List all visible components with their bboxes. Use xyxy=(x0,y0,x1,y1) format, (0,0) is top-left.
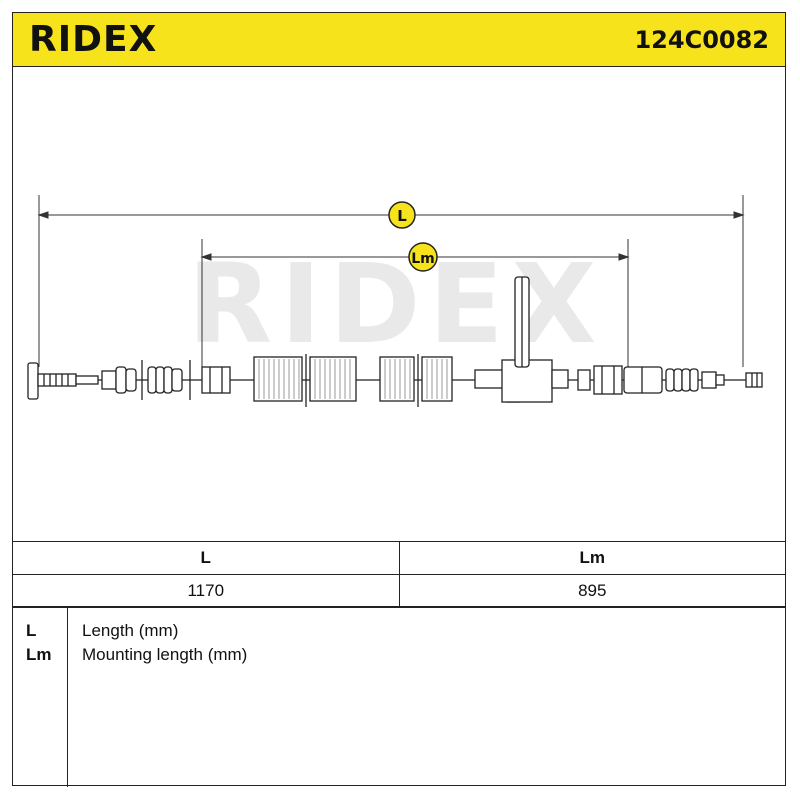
spec-table-header-row: L Lm xyxy=(12,541,786,575)
legend-key: L xyxy=(26,621,37,640)
legend-description: Length (mm) xyxy=(82,621,179,640)
legend: L Length (mm) Lm Mounting length (mm) xyxy=(12,606,786,787)
legend-key: Lm xyxy=(26,645,52,664)
legend-row: Lm Mounting length (mm) xyxy=(12,645,786,669)
part-number: 124C0082 xyxy=(634,26,769,54)
spec-table-value-row: 1170 895 xyxy=(12,574,786,608)
header-bar: RIDEX 124C0082 xyxy=(12,12,786,67)
legend-description: Mounting length (mm) xyxy=(82,645,248,664)
cable-drawing-svg: RIDEX L Lm xyxy=(27,195,763,407)
spec-value-Lm: 895 xyxy=(398,574,786,608)
sleeve-ribs xyxy=(258,359,448,399)
watermark-text: RIDEX xyxy=(188,240,605,368)
brand-logo: RIDEX xyxy=(29,19,158,60)
legend-row: L Length (mm) xyxy=(12,621,786,645)
spec-table: L Lm 1170 895 xyxy=(12,541,786,608)
cable-drawing: RIDEX L Lm xyxy=(12,67,786,542)
legend-divider xyxy=(67,607,68,787)
spec-header-Lm: Lm xyxy=(398,541,786,575)
spec-header-L: L xyxy=(12,541,400,575)
spec-value-L: 1170 xyxy=(12,574,400,608)
dimension-Lm-label: Lm xyxy=(411,251,435,267)
dimension-L-badge xyxy=(388,201,416,229)
brake-cable xyxy=(27,276,763,407)
dimension-Lm-badge xyxy=(408,242,438,272)
dimension-L-label: L xyxy=(397,207,407,225)
